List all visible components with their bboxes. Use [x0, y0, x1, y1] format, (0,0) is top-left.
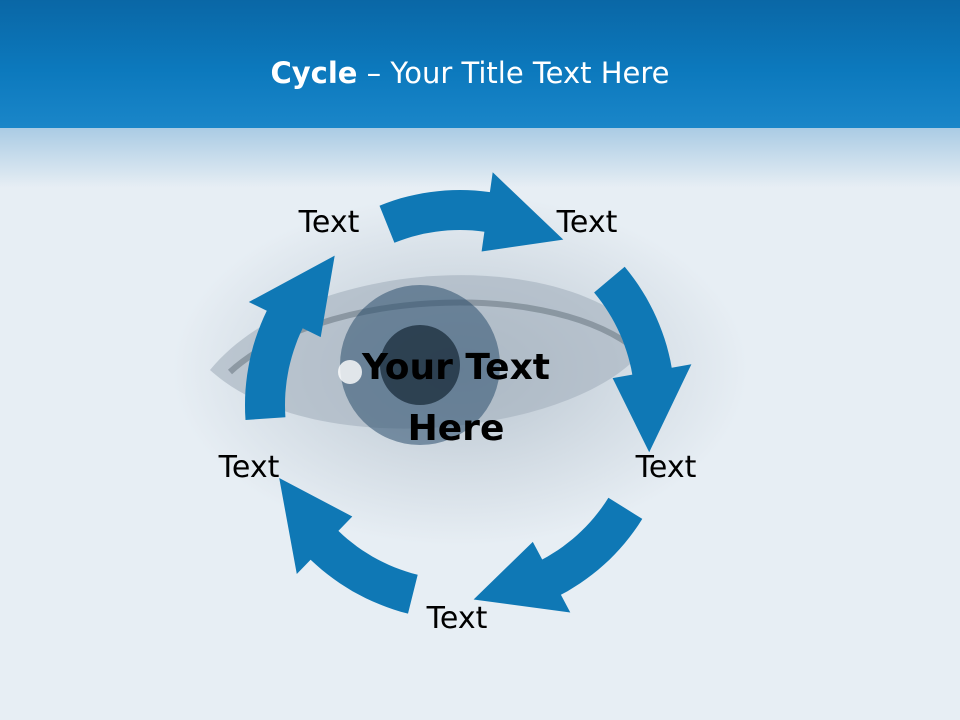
- cycle-arrow-5: [245, 255, 335, 420]
- center-text-line-2: Here: [408, 408, 505, 449]
- title-rest: – Your Title Text Here: [357, 56, 670, 90]
- cycle-label-3: Text: [635, 450, 697, 485]
- title-bold: Cycle: [270, 56, 358, 90]
- banner-fade: [0, 128, 960, 188]
- cycle-arrow-1: [379, 172, 564, 252]
- cycle-arrow-2: [594, 266, 692, 453]
- cycle-label-1: Text: [298, 205, 360, 240]
- cycle-arrows: [245, 172, 692, 614]
- cycle-label-5: Text: [218, 450, 280, 485]
- slide-title: Cycle – Your Title Text Here: [0, 56, 940, 90]
- cycle-arrow-3: [473, 497, 643, 613]
- title-banner: [0, 0, 960, 128]
- cycle-label-4: Text: [426, 601, 488, 636]
- cycle-label-2: Text: [556, 205, 618, 240]
- center-text-line-1: Your Text: [361, 347, 550, 388]
- cycle-arrow-4: [279, 478, 418, 614]
